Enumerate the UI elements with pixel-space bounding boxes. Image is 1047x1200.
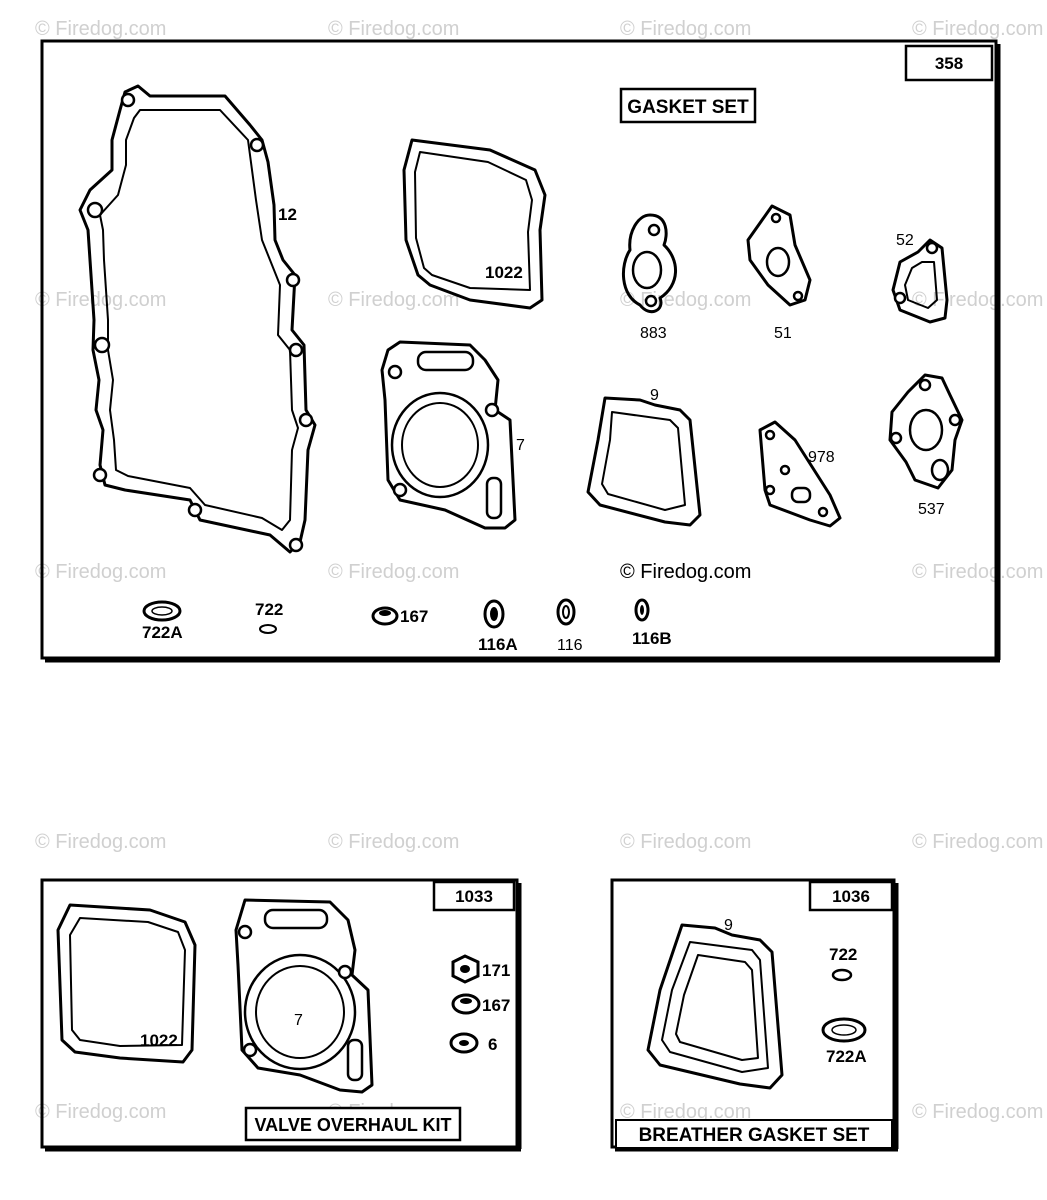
watermark-text: © Firedog.com: [328, 831, 459, 853]
gasket-part-883: 883: [621, 213, 677, 342]
part-label-722: 722: [829, 945, 857, 964]
kit-number-box: 1036: [808, 880, 894, 912]
kit-number: 1033: [455, 887, 493, 906]
watermark-text: © Firedog.com: [35, 561, 166, 583]
part-label-171: 171: [482, 961, 510, 980]
kit-title: GASKET SET: [627, 97, 749, 118]
part-label-9: 9: [724, 917, 733, 934]
breather-gasket-set-panel: 1036 9 722 722A BREATHER GASKET SET: [610, 878, 899, 1152]
kit-title: BREATHER GASKET SET: [639, 1125, 870, 1146]
part-label-9: 9: [650, 387, 659, 404]
part-label-978: 978: [808, 449, 835, 466]
watermark-text: © Firedog.com: [912, 289, 1043, 311]
part-label-6: 6: [488, 1035, 497, 1054]
copyright-text: © Firedog.com: [620, 561, 751, 583]
part-label-116: 116: [557, 637, 583, 654]
kit-part-722A: 722A: [821, 1017, 867, 1066]
watermark-text: © Firedog.com: [35, 289, 166, 311]
watermark-text: © Firedog.com: [35, 1101, 166, 1123]
watermark-text: © Firedog.com: [620, 289, 751, 311]
part-label-116B: 116B: [632, 629, 672, 648]
gasket-part-1022: 1022: [402, 138, 547, 310]
watermark-text: © Firedog.com: [328, 561, 459, 583]
part-label-1022: 1022: [140, 1031, 178, 1050]
kit-part-1022: 1022: [56, 903, 197, 1064]
part-label-116A: 116A: [478, 635, 518, 654]
gasket-part-51: 51: [746, 204, 812, 342]
watermark-text: © Firedog.com: [620, 1101, 751, 1123]
kit-number-box: 358: [904, 44, 994, 82]
gasket-part-537: 537: [888, 373, 964, 518]
watermark-text: © Firedog.com: [620, 561, 751, 583]
watermark-text: © Firedog.com: [328, 289, 459, 311]
part-label-167: 167: [482, 996, 510, 1015]
watermark-text: © Firedog.com: [35, 18, 166, 40]
part-label-7: 7: [516, 437, 525, 454]
gasket-part-978: 978: [758, 420, 842, 528]
watermark-text: © Firedog.com: [328, 18, 459, 40]
gasket-part-52: 52: [891, 232, 949, 324]
watermark-text: © Firedog.com: [912, 18, 1043, 40]
kit-part-167: 167: [451, 993, 510, 1015]
part-label-883: 883: [640, 325, 667, 342]
gasket-part-7: 7: [380, 340, 525, 530]
part-label-722: 722: [255, 600, 283, 619]
watermark-text: © Firedog.com: [912, 831, 1043, 853]
watermark-text: © Firedog.com: [35, 831, 166, 853]
part-label-722A: 722A: [826, 1047, 867, 1066]
part-label-7: 7: [294, 1012, 303, 1029]
kit-title-box: GASKET SET: [619, 87, 757, 124]
kit-number-box: 1033: [432, 880, 516, 912]
kit-title-box: BREATHER GASKET SET: [615, 1119, 893, 1149]
gasket-part-116: 116: [556, 598, 583, 654]
watermark-text: © Firedog.com: [912, 1101, 1043, 1123]
part-label-167: 167: [400, 607, 428, 626]
watermark-text: © Firedog.com: [620, 18, 751, 40]
kit-part-171: 171: [451, 954, 510, 984]
kit-number: 358: [935, 54, 963, 73]
watermark-text: © Firedog.com: [620, 831, 751, 853]
gasket-part-116B: 116B: [632, 598, 672, 648]
part-label-51: 51: [774, 325, 792, 342]
kit-part-722: 722: [829, 945, 857, 982]
part-label-12: 12: [278, 205, 297, 224]
kit-title: VALVE OVERHAUL KIT: [254, 1115, 451, 1135]
gasket-part-722A: 722A: [142, 600, 183, 642]
gasket-set-panel: 358 GASKET SET 12 1022: [40, 39, 1001, 663]
gasket-part-12: 12: [78, 84, 317, 554]
gasket-part-116A: 116A: [478, 599, 518, 654]
kit-part-7: 7: [234, 898, 374, 1094]
part-label-537: 537: [918, 501, 945, 518]
kit-number: 1036: [832, 887, 870, 906]
gasket-part-722: 722: [255, 600, 283, 634]
part-label-52: 52: [896, 232, 914, 249]
valve-overhaul-kit-panel: 1033 1022 7 171 167: [40, 878, 522, 1152]
kit-part-9: 9: [646, 917, 784, 1090]
part-label-1022: 1022: [485, 263, 523, 282]
watermark-text: © Firedog.com: [912, 561, 1043, 583]
gasket-part-9: 9: [586, 387, 702, 527]
kit-title-box: VALVE OVERHAUL KIT: [244, 1106, 462, 1142]
gasket-part-167: 167: [371, 606, 428, 626]
kit-part-6: 6: [449, 1032, 497, 1054]
part-label-722A: 722A: [142, 623, 183, 642]
